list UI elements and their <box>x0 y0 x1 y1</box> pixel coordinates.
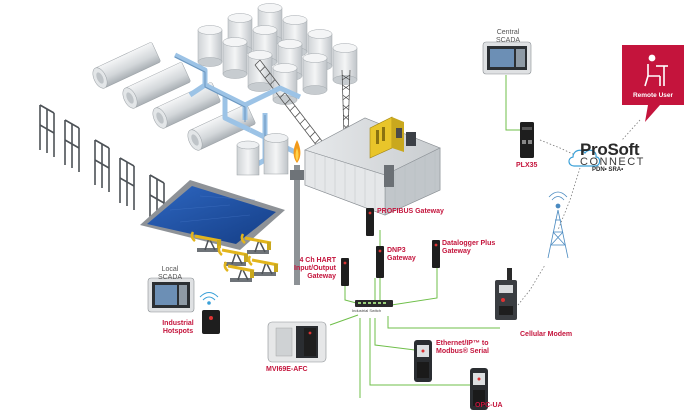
water-pool <box>140 180 285 250</box>
cellular-modem-device[interactable] <box>495 268 517 320</box>
cell-tower-icon <box>547 191 569 259</box>
control-building <box>304 116 441 216</box>
datalogger-gateway-device[interactable] <box>432 240 440 268</box>
central-scada-monitor[interactable] <box>482 41 532 75</box>
horizontal-tanks <box>92 42 256 151</box>
opc-ua-label: OPC-UA <box>475 402 503 409</box>
prosoft-connect-logo: ProSoft CONNECT PDN• SRA• <box>580 140 645 173</box>
opc-ua-device[interactable] <box>470 368 488 410</box>
remote-user-icon <box>644 54 668 87</box>
vertical-tank-farm <box>197 3 358 105</box>
conveyor <box>254 59 326 151</box>
mvi69e-afc-label: MVI69E-AFC <box>266 366 308 373</box>
industrial-switch-device[interactable] <box>355 300 393 307</box>
hotspot-device[interactable] <box>202 310 220 334</box>
cloud-icon <box>568 149 601 167</box>
dnp3-gateway-device[interactable] <box>376 246 384 278</box>
cellular-modem-label: Cellular Modem <box>520 331 573 338</box>
plx35-label: PLX35 <box>516 162 538 169</box>
hart-gateway-device[interactable] <box>341 258 349 286</box>
network-links <box>329 75 525 398</box>
industrial-switch-label: Industrial Switch <box>352 308 382 313</box>
profibus-gateway-device[interactable] <box>366 208 374 236</box>
profibus-gateway-label: PROFIBUS Gateway <box>377 208 444 215</box>
ethernet-ip-modbus-device[interactable] <box>414 340 432 382</box>
plx35-device[interactable] <box>520 122 534 158</box>
wifi-icon <box>199 292 219 305</box>
local-scada-monitor[interactable] <box>147 277 195 313</box>
flare-stack <box>290 140 304 285</box>
mvi69e-afc-device[interactable] <box>267 321 327 363</box>
remote-user-label: Remote User <box>632 92 674 99</box>
pumpjack-frames <box>39 104 165 227</box>
small-tanks <box>236 133 289 176</box>
cloud-links <box>517 119 641 306</box>
remote-user-badge[interactable] <box>622 45 684 122</box>
pump-jacks <box>190 231 279 282</box>
